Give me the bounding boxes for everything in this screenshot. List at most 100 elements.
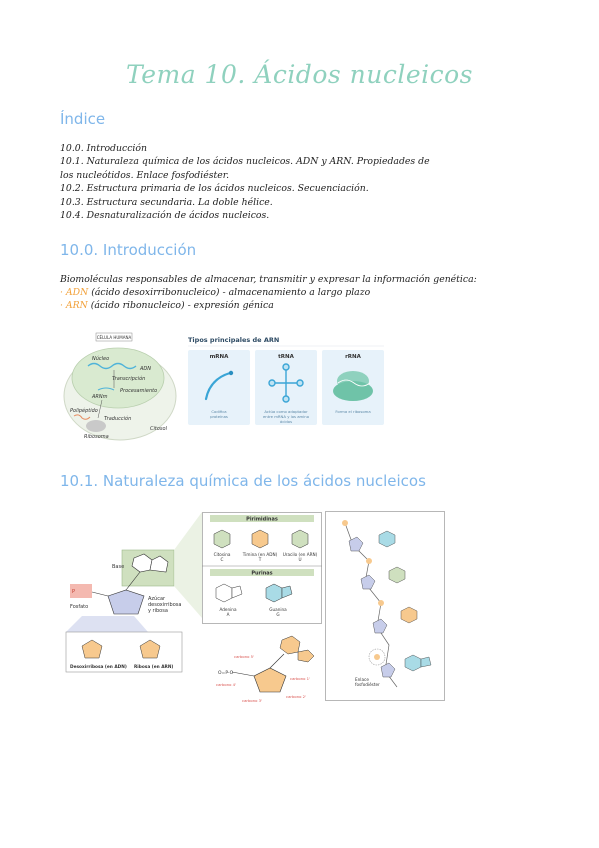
uracil-ring [291, 529, 309, 549]
uracil-letter: U [298, 557, 301, 562]
bases-figure: Pirimidinas Citosina C Timina (en ADN) T… [202, 512, 322, 624]
rna-card-caption: Codifica [211, 409, 226, 414]
cell-diagram: CÉLULA HUMANA Núcleo ADN Transcripción P… [63, 332, 177, 441]
cytosine-ring [213, 529, 231, 549]
transcription-label: Transcripción [112, 375, 145, 382]
guanine-label: Guanina [269, 607, 287, 612]
ribosome-label: Ribosoma [84, 434, 109, 440]
guanine-ring-2 [281, 585, 293, 599]
rna-card-name: tRNA [278, 354, 294, 360]
index-line: 10.1. Naturaleza química de los ácidos n… [60, 156, 430, 168]
carbon4-label: carbono 4' [216, 682, 236, 687]
thymine-ring [251, 529, 269, 549]
intro-lead: Biomoléculas responsables de almacenar, … [60, 274, 477, 285]
cell-label: CÉLULA HUMANA [97, 335, 132, 340]
nucleus-label: Núcleo [92, 355, 109, 362]
adenine-letter: A [227, 612, 230, 617]
sugar-label: y ribosa [148, 608, 168, 614]
intro-heading: 10.0. Introducción [60, 241, 197, 259]
sugar-node [380, 662, 396, 678]
ribose-label: Ribosa (en ARN) [134, 664, 173, 670]
trna-icon [268, 363, 304, 403]
sugar-node [372, 618, 388, 634]
cytosine-letter: C [221, 557, 224, 562]
index-line: 10.4. Desnaturalización de ácidos nuclei… [60, 210, 270, 222]
carbon2-label: carbono 2' [286, 694, 306, 699]
phosphate-label: Fosfato [70, 604, 88, 610]
index-line: 10.2. Estructura primaria de los ácidos … [60, 183, 369, 195]
phosphate-highlight [70, 584, 92, 598]
pyrimidines-header-bg [210, 515, 314, 522]
rna-types-figure: Tipos principales de ARN mRNA Codifica p… [188, 336, 384, 425]
cytosine-label: Citosina [214, 552, 231, 557]
rna-card-caption: ácidos [280, 419, 292, 424]
zoom-wedge-lower [66, 616, 148, 632]
thymine-letter: T [258, 557, 262, 562]
base-ring-2 [297, 649, 315, 663]
sugar-ring [253, 667, 287, 693]
item-desc: (ácido desoxirribonucleico) - almacenami… [88, 287, 371, 298]
carbon1-label: carbono 1' [290, 676, 310, 681]
deoxyribose-label: Desoxirribosa (en ADN) [70, 664, 127, 670]
adenine-ring [215, 583, 233, 603]
index-line: los nucleótidos. Enlace fosfodiéster. [60, 169, 230, 181]
phosphate-node [374, 654, 380, 660]
carbon3-label: carbono 3' [242, 698, 262, 703]
mrna-icon [204, 371, 232, 401]
dna-strand [87, 362, 137, 370]
bullet: · [60, 287, 66, 298]
phosphate-symbol: P [72, 589, 75, 595]
pyrimidines-header: Pirimidinas [246, 517, 278, 523]
thymine-label: Timina (en ADN) [242, 552, 278, 557]
rna-figure-title: Tipos principales de ARN [188, 336, 279, 344]
dna-label: ADN [139, 366, 151, 372]
sugar-ring [107, 589, 145, 615]
phosphate-node [366, 558, 372, 564]
index-line: 10.3. Estructura secundaria. La doble hé… [60, 196, 273, 208]
intro-text: Biomoléculas responsables de almacenar, … [60, 273, 477, 312]
arrow-line [97, 399, 103, 419]
sugar-node [360, 574, 376, 590]
cell-label-box [95, 332, 133, 342]
rna-card-name: mRNA [210, 354, 230, 360]
purines-header: Purinas [251, 571, 272, 577]
polypeptide-chain [73, 414, 91, 420]
mrna-cap-icon [228, 370, 234, 376]
sugar-node [348, 536, 364, 552]
base-label: Base [112, 564, 124, 570]
guanine-ring [265, 583, 283, 603]
processing-label: Procesamiento [120, 388, 157, 394]
bond-label: fosfodiéster [355, 682, 380, 687]
deoxyribose-ring [81, 639, 103, 659]
page-title: Tema 10. Ácidos nucleicos [125, 60, 474, 89]
rna-card-caption: Forma el ribosoma [335, 409, 370, 414]
section-heading: 10.1. Naturaleza química de los ácidos n… [60, 472, 426, 490]
term-dna: ADN [65, 287, 89, 298]
purines-header-bg [210, 569, 314, 576]
phosphoester-bond [231, 671, 255, 677]
rna-card-name: rRNA [345, 354, 362, 360]
zoom-wedge [174, 512, 202, 618]
translation-label: Traducción [104, 415, 131, 422]
phosphate-group: O=P-O [218, 670, 234, 676]
base-node-2 [420, 656, 432, 668]
cytosol-label: Citosol [150, 426, 168, 432]
term-rna: ARN [65, 300, 88, 311]
index-line: 10.0. Introducción [60, 143, 147, 154]
rna-card-caption: Actúa como adaptador [264, 409, 308, 414]
index-list: 10.0. Introducción 10.1. Naturaleza quím… [60, 142, 430, 222]
base-node [400, 606, 418, 624]
uracil-label: Uracilo (en ARN) [283, 552, 318, 557]
ribosome-shape [86, 420, 106, 432]
pre-mrna [97, 387, 115, 391]
rrna-icon [333, 371, 373, 401]
base-node [378, 530, 396, 548]
ribose-ring [139, 639, 161, 659]
nucleotide-figure: Base P Fosfato Azúcar desoxirribosa y ri… [65, 512, 202, 673]
sugar-label: Azúcar [148, 595, 166, 602]
adenine-label: Adenina [219, 607, 236, 612]
rna-card-caption: entre mRNA y los amino [263, 414, 310, 419]
sugar-label: desoxirribosa [148, 602, 181, 608]
polynucleotide-figure: Enlace fosfodiéster [325, 511, 445, 701]
